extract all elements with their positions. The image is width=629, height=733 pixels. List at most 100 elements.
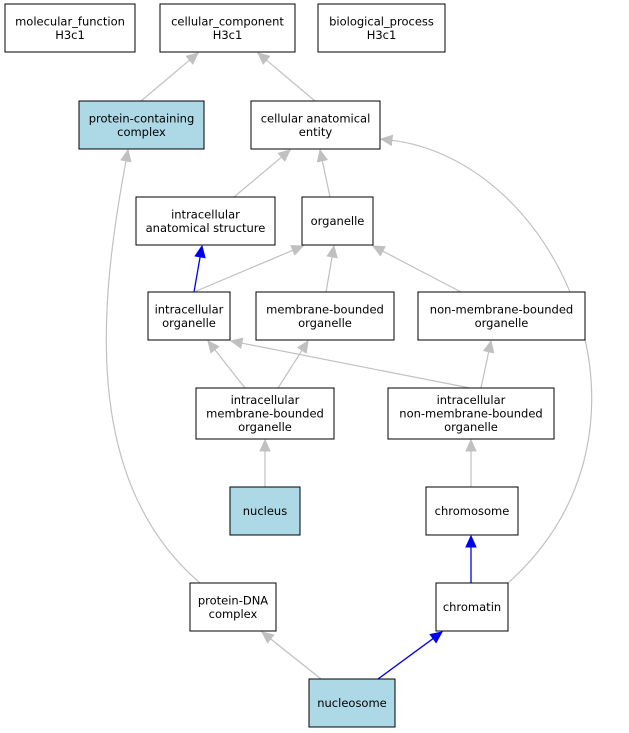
node-label: complex [209,607,258,621]
node-box [229,486,301,536]
node-box [255,291,395,341]
node-label: organelle [298,316,352,330]
edge-intracellular-membrane-bounded-organelle-to-intracellular-organelle [207,340,246,389]
arrow-head-icon [326,244,338,259]
node-nucleosome[interactable]: nucleosome [308,678,396,728]
arrow-head-icon [261,631,275,644]
arrow-head-icon [379,134,394,147]
edge-nucleosome-to-protein-dna-complex [261,631,322,680]
edge-line [140,58,191,102]
node-label: H3c1 [213,28,243,42]
edge-intracellular-non-membrane-bounded-organelle-to-non-membrane-bounded-organelle [480,339,495,389]
node-chromosome[interactable]: chromosome [425,486,519,536]
arrow-head-icon [316,148,329,163]
arrow-head-icon [371,245,386,257]
edge-line [325,255,333,293]
node-box [417,291,586,341]
node-label: H3c1 [367,28,397,42]
node-box [301,196,374,246]
arrow-head-icon [465,438,477,452]
arrow-head-icon [290,245,305,256]
node-label: organelle [475,316,529,330]
node-label: intracellular [231,393,300,407]
node-box [195,387,335,440]
arrow-head-icon [185,52,199,65]
node-label: protein-containing [89,111,195,125]
node-label: biological_process [329,14,434,28]
node-label: complex [117,125,166,139]
node-box [308,678,396,728]
edge-line [193,249,295,293]
node-label: intracellular [171,207,240,221]
edge-line [381,250,462,293]
edge-intracellular-organelle-to-intracellular-anatomical-structure [193,244,206,293]
node-intracellular-non-membrane-bounded-organelle[interactable]: intracellularnon-membrane-boundedorganel… [387,387,555,440]
arrow-head-icon [277,149,291,162]
edge-line [377,637,435,680]
node-label: membrane-bounded [206,407,324,421]
edge-cellular-anatomical-entity-to-cellular-component [257,52,316,102]
edge-protein-dna-complex-to-protein-containing-complex [105,148,201,584]
arrow-head-icon [296,339,309,354]
edge-membrane-bounded-organelle-to-organelle [325,244,338,293]
node-label: cellular_component [171,14,284,28]
node-label: non-membrane-bounded [399,407,542,421]
edge-line [277,349,304,389]
arrow-head-icon [257,52,271,65]
node-label: nucleus [243,504,287,518]
edge-non-membrane-bounded-organelle-to-organelle [371,245,462,293]
node-box [387,387,555,440]
edge-chromatin-to-chromosome [465,534,477,583]
node-box [147,291,231,341]
nodes-layer: molecular_functionH3c1cellular_component… [4,3,586,728]
node-box [435,582,509,632]
edge-line [213,348,246,389]
node-label: H3c1 [55,28,85,42]
node-label: cellular anatomical [261,111,371,125]
node-box [250,100,381,150]
node-label: molecular_function [15,14,125,28]
node-box [78,100,205,150]
edge-nucleus-to-intracellular-membrane-bounded-organelle [259,438,271,487]
node-label: organelle [238,420,292,434]
node-label: chromatin [443,600,501,614]
node-box [4,3,136,53]
edge-chromosome-to-intracellular-non-membrane-bounded-organelle [465,438,477,487]
node-label: anatomical structure [146,221,266,235]
edge-intracellular-non-membrane-bounded-organelle-to-intracellular-organelle [229,337,471,389]
node-chromatin[interactable]: chromatin [435,582,509,632]
node-label: intracellular [155,302,224,316]
edge-line [265,58,316,102]
arrow-head-icon [120,148,132,163]
arrow-head-icon [207,340,220,354]
node-box [425,486,519,536]
edge-line [240,342,471,389]
node-nucleus[interactable]: nucleus [229,486,301,536]
node-label: organelle [311,214,365,228]
edge-intracellular-organelle-to-organelle [193,245,305,293]
node-label: protein-DNA [198,593,268,607]
arrow-head-icon [465,534,477,548]
edge-intracellular-anatomical-structure-to-cellular-anatomical-entity [233,149,291,198]
node-organelle[interactable]: organelle [301,196,374,246]
arrow-head-icon [259,438,271,452]
node-label: entity [299,125,333,139]
node-box [317,3,446,53]
node-label: chromosome [435,504,510,518]
edge-line [193,255,201,293]
edge-line [480,350,490,389]
edge-protein-containing-complex-to-cellular-component [140,52,199,102]
edge-nucleosome-to-chromatin [377,631,443,680]
node-label: organelle [444,420,498,434]
